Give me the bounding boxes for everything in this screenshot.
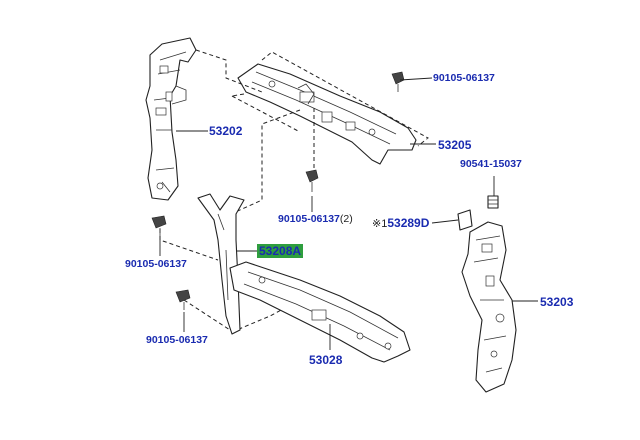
bolt-left1-drawing	[151, 215, 167, 236]
label-90541[interactable]: 90541-15037	[460, 158, 522, 170]
nut-90541-drawing	[487, 195, 499, 209]
bolt-top-drawing	[391, 71, 405, 92]
label-bolt-mid-qty: (2)	[339, 213, 353, 225]
label-bolt-top[interactable]: 90105-06137	[433, 72, 495, 84]
leader-lines	[159, 77, 538, 350]
clip-53289-drawing	[457, 209, 473, 231]
label-53289-prefix: ※1	[372, 218, 388, 230]
label-53289-code: 53289D	[387, 216, 430, 230]
dashed-link-2	[231, 93, 245, 97]
dashed-link-1	[231, 95, 301, 133]
label-53202[interactable]: 53202	[209, 124, 243, 138]
label-bolt-mid-code: 90105-06137	[278, 213, 340, 225]
label-53289[interactable]: ※153289D	[372, 216, 429, 231]
part-53028-drawing	[229, 261, 411, 363]
bolt-mid-drawing	[305, 169, 319, 192]
dashed-link-4	[221, 109, 301, 219]
label-53208[interactable]: 53208A	[257, 244, 304, 258]
dashed-link-3	[195, 49, 263, 93]
bolt-left2-drawing	[175, 289, 191, 310]
label-bolt-left1[interactable]: 90105-06137	[125, 258, 187, 270]
label-53203[interactable]: 53203	[540, 295, 574, 309]
dashed-link-6	[159, 222, 219, 261]
label-53205[interactable]: 53205	[438, 138, 472, 152]
label-bolt-mid[interactable]: 90105-06137(2)	[278, 213, 353, 225]
dashed-link-7	[183, 299, 231, 331]
part-53202-drawing	[145, 37, 197, 201]
part-53203-drawing	[461, 221, 517, 393]
label-53028[interactable]: 53028	[309, 353, 343, 367]
dashed-outline-53205	[261, 51, 429, 147]
label-bolt-left2[interactable]: 90105-06137	[146, 334, 208, 346]
part-53208-drawing	[197, 193, 245, 335]
part-53205-drawing	[237, 63, 417, 165]
